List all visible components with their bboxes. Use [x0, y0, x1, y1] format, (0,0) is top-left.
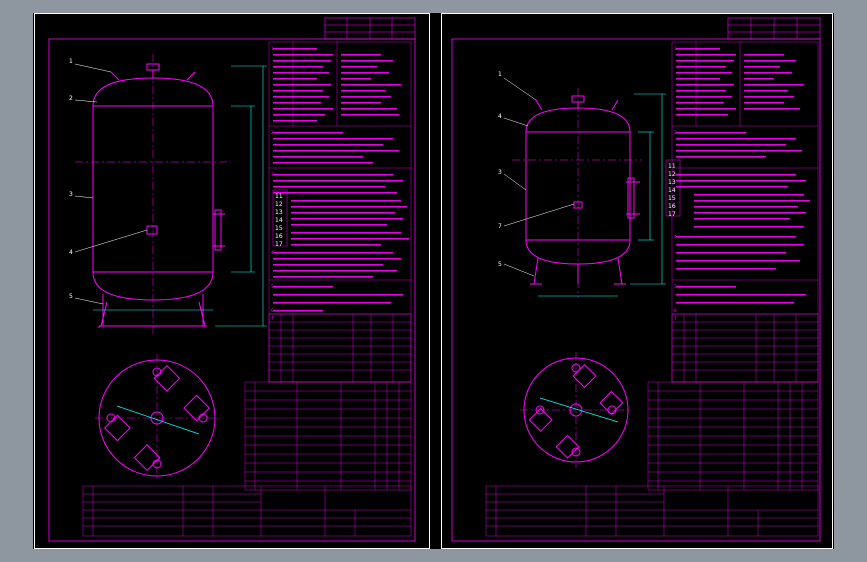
- plan-view-right: [520, 352, 632, 468]
- tech-text-lines-right: [676, 48, 810, 304]
- drawing-sheet-left[interactable]: 1 2 3 4 5: [34, 13, 430, 549]
- svg-text:5: 5: [271, 284, 274, 289]
- nozzle-table-left: [268, 313, 412, 383]
- svg-text:11: 11: [275, 193, 283, 200]
- parts-list-left: [244, 381, 412, 491]
- part-label: 1: [69, 58, 73, 65]
- svg-text:2: 2: [674, 130, 677, 135]
- part-label: 2: [69, 95, 73, 102]
- part-label: 5: [498, 261, 502, 268]
- stamp-table-right: [727, 17, 821, 40]
- stamp-table-left: [324, 17, 416, 40]
- part-label: 4: [69, 249, 73, 256]
- svg-text:15: 15: [275, 225, 283, 232]
- drawing-canvas[interactable]: 1 2 3 4 5: [33, 13, 834, 549]
- svg-text:6: 6: [271, 308, 274, 313]
- svg-text:14: 14: [275, 217, 283, 224]
- tank-drawing-right: 1 4 3 7 5: [451, 17, 821, 542]
- part-label: 3: [69, 191, 73, 198]
- vessel-shell-left: [92, 63, 225, 328]
- part-label: 5: [69, 293, 73, 300]
- part-label: 4: [498, 113, 502, 120]
- nozzle-ref-table-left: 11 12 13 14 15 16 17: [272, 189, 288, 248]
- tech-text-lines-left: [273, 48, 409, 312]
- svg-text:17: 17: [275, 241, 283, 248]
- svg-text:5: 5: [674, 284, 677, 289]
- svg-text:7: 7: [674, 316, 677, 321]
- svg-text:3: 3: [271, 172, 274, 177]
- svg-text:6: 6: [674, 308, 677, 313]
- svg-text:3: 3: [674, 172, 677, 177]
- svg-text:1: 1: [271, 46, 274, 51]
- nozzle-table-right: [671, 313, 819, 383]
- part-label: 1: [498, 71, 502, 78]
- vessel-shell-right: [525, 95, 640, 285]
- svg-text:7: 7: [271, 316, 274, 321]
- nozzle-ref-table-right: 11 12 13 14 15 16 17: [665, 159, 681, 218]
- title-block-left: [82, 485, 412, 537]
- part-label: 3: [498, 169, 502, 176]
- tech-sections-right: 1 2 3 4 5 6 7: [674, 46, 677, 321]
- svg-text:13: 13: [275, 209, 283, 216]
- svg-text:4: 4: [271, 250, 274, 255]
- parts-list-right: [647, 381, 819, 491]
- part-labels-right: 1 4 3 7 5: [498, 71, 502, 268]
- svg-text:16: 16: [275, 233, 283, 240]
- tank-drawing-left: 1 2 3 4 5: [48, 17, 416, 542]
- tech-sections-left: 1 2 3 4 5 6 7: [271, 46, 274, 321]
- svg-text:1: 1: [674, 46, 677, 51]
- plan-view-left: [95, 354, 219, 482]
- svg-text:12: 12: [275, 201, 283, 208]
- drawing-sheet-right[interactable]: 1 4 3 7 5: [441, 13, 833, 549]
- svg-text:4: 4: [674, 234, 677, 239]
- svg-text:2: 2: [271, 130, 274, 135]
- part-label: 7: [498, 223, 502, 230]
- part-labels-left: 1 2 3 4 5: [69, 58, 73, 300]
- title-block-right: [485, 485, 819, 537]
